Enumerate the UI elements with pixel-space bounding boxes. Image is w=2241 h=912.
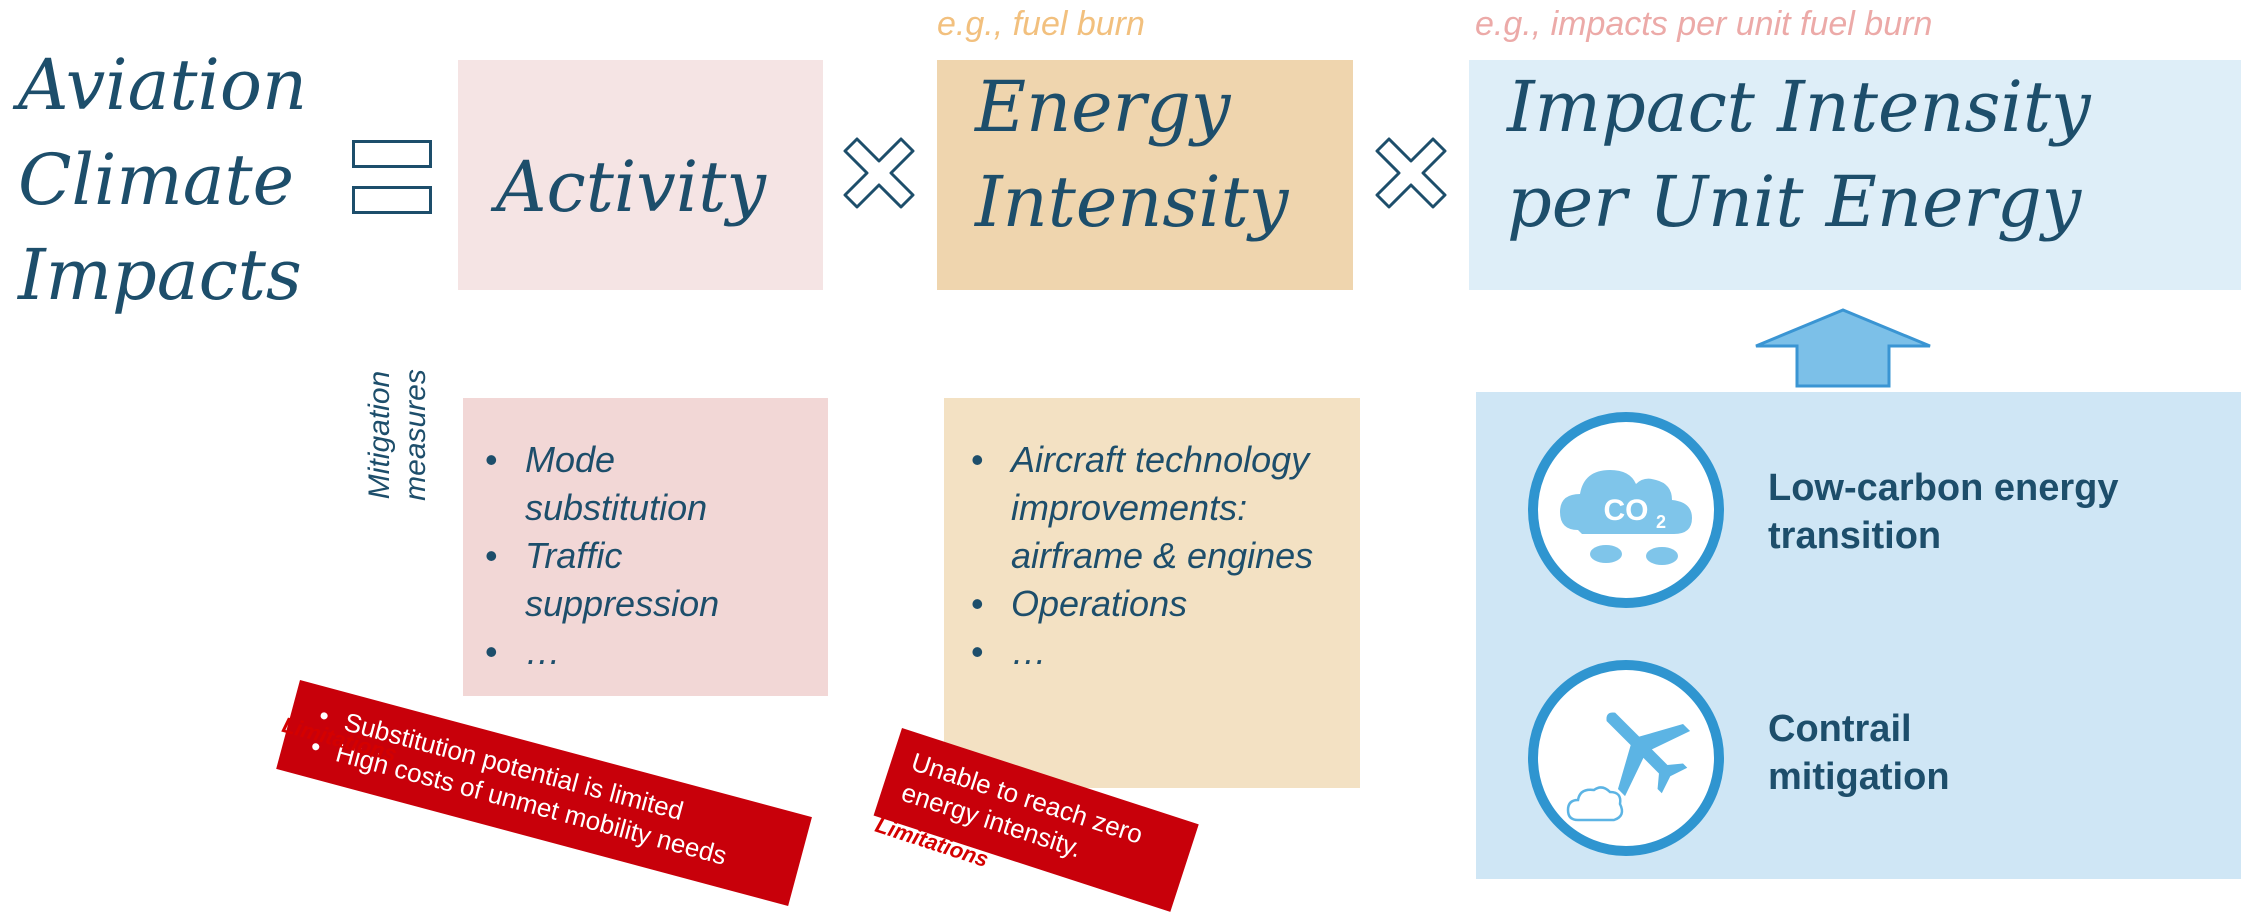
activity-limitations-banner: •Substitution potential is limited •High… bbox=[276, 680, 812, 907]
low-carbon-label-line-1: Low-carbon energy bbox=[1768, 467, 2119, 509]
list-item: Aircraft technology improvements: airfra… bbox=[959, 436, 1354, 580]
low-carbon-label: Low-carbon energy transition bbox=[1768, 464, 2119, 560]
mitigation-label-line-2: measures bbox=[399, 369, 432, 501]
up-arrow-icon bbox=[1755, 308, 1931, 388]
list-item: Operations bbox=[959, 580, 1354, 628]
mitigation-measures-label: Mitigation measures bbox=[362, 315, 434, 555]
title-line-3: Impacts bbox=[18, 234, 302, 316]
title-line-2: Climate bbox=[18, 139, 295, 221]
multiply-icon bbox=[843, 137, 915, 209]
activity-title: Activity bbox=[496, 146, 766, 228]
diagram-title: Aviation Climate Impacts bbox=[18, 38, 307, 323]
airplane-contrail-icon bbox=[1528, 660, 1724, 856]
title-line-1: Aviation bbox=[18, 44, 308, 126]
activity-mitigation-box: Mode substitution Traffic suppression … bbox=[463, 398, 828, 696]
activity-factor-box: Activity bbox=[458, 60, 823, 290]
low-carbon-label-line-2: transition bbox=[1768, 515, 1942, 557]
list-item: … bbox=[473, 628, 783, 676]
multiply-icon bbox=[1375, 137, 1447, 209]
activity-limitations-list: •Substitution potential is limited •High… bbox=[307, 699, 738, 872]
list-item: … bbox=[959, 628, 1354, 676]
activity-mitigation-list: Mode substitution Traffic suppression … bbox=[473, 436, 783, 676]
impact-title-line-2: per Unit Energy bbox=[1507, 161, 2082, 243]
svg-text:2: 2 bbox=[1656, 512, 1666, 532]
energy-mitigation-list: Aircraft technology improvements: airfra… bbox=[959, 436, 1354, 676]
equals-icon bbox=[352, 140, 432, 232]
energy-example: e.g., fuel burn bbox=[937, 5, 1145, 43]
contrail-label: Contrail mitigation bbox=[1768, 705, 1950, 801]
co2-cloud-icon: CO 2 bbox=[1528, 412, 1724, 608]
impact-example: e.g., impacts per unit fuel burn bbox=[1475, 5, 1933, 43]
impact-mitigation-box: CO 2 Low-carbon energy transition Contra… bbox=[1476, 392, 2241, 879]
contrail-label-line-1: Contrail bbox=[1768, 708, 1912, 750]
energy-title-line-1: Energy bbox=[975, 66, 1231, 148]
contrail-label-line-2: mitigation bbox=[1768, 756, 1950, 798]
list-item: Traffic suppression bbox=[473, 532, 783, 628]
impact-factor-box: Impact Intensity per Unit Energy bbox=[1469, 60, 2241, 290]
impact-title-line-1: Impact Intensity bbox=[1507, 66, 2091, 148]
energy-factor-box: Energy Intensity bbox=[937, 60, 1353, 290]
list-item: Mode substitution bbox=[473, 436, 783, 532]
mitigation-label-line-1: Mitigation bbox=[363, 370, 396, 500]
svg-text:CO: CO bbox=[1604, 494, 1649, 527]
energy-title-line-2: Intensity bbox=[975, 161, 1289, 243]
energy-mitigation-box: Aircraft technology improvements: airfra… bbox=[944, 398, 1360, 788]
